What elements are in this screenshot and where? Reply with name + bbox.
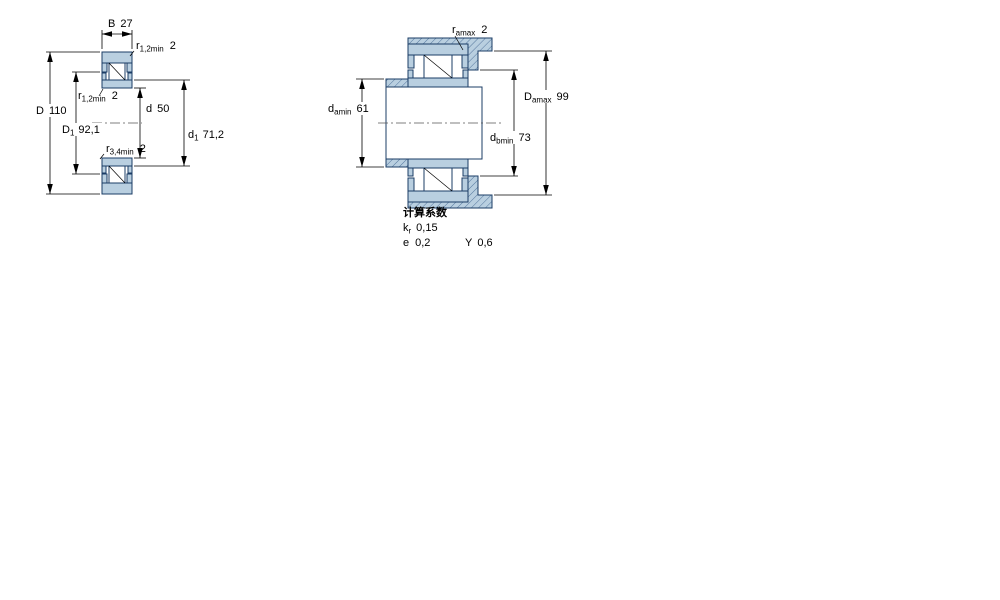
label-bg	[59, 123, 105, 136]
left-ring-sections	[101, 51, 133, 195]
label-bg	[487, 131, 541, 144]
shaft-shoulder	[385, 78, 409, 88]
inner-flange	[127, 72, 133, 81]
outer-flange	[461, 177, 469, 192]
outer-ring	[101, 182, 133, 195]
label-bg	[325, 102, 379, 115]
outer-flange	[461, 54, 469, 69]
roller-diagonal	[108, 62, 126, 81]
outer-flange	[101, 173, 108, 184]
outer-flange	[126, 173, 133, 184]
inner-flange	[407, 69, 414, 79]
outer-ring	[101, 51, 133, 64]
shaft-shoulder	[385, 158, 409, 168]
right-ring-sections	[407, 43, 469, 203]
roller-diagonal	[423, 167, 453, 192]
leader-line	[99, 153, 105, 160]
label-bg	[33, 104, 71, 117]
roller-diagonal	[423, 54, 453, 79]
inner-flange	[101, 72, 107, 81]
factors-heading: 计算系数	[403, 205, 448, 219]
outer-flange	[101, 62, 108, 73]
outer-flange	[126, 62, 133, 73]
inner-ring	[101, 157, 133, 167]
leader-line	[98, 88, 104, 97]
outer-ring	[407, 43, 469, 56]
outer-ring	[407, 190, 469, 203]
leader-line	[454, 35, 464, 51]
outer-flange	[407, 177, 415, 192]
roller-diagonal	[108, 165, 126, 184]
leader-line	[129, 50, 135, 57]
outer-flange	[407, 54, 415, 69]
inner-flange	[462, 69, 469, 79]
inner-flange	[462, 167, 469, 177]
label-bg	[521, 90, 579, 103]
inner-ring	[407, 158, 469, 169]
inner-ring	[407, 77, 469, 88]
left-dimensions	[46, 30, 190, 195]
inner-flange	[407, 167, 414, 177]
right-dimensions	[356, 35, 552, 196]
inner-flange	[127, 165, 133, 174]
inner-ring	[101, 79, 133, 89]
inner-flange	[101, 165, 107, 174]
